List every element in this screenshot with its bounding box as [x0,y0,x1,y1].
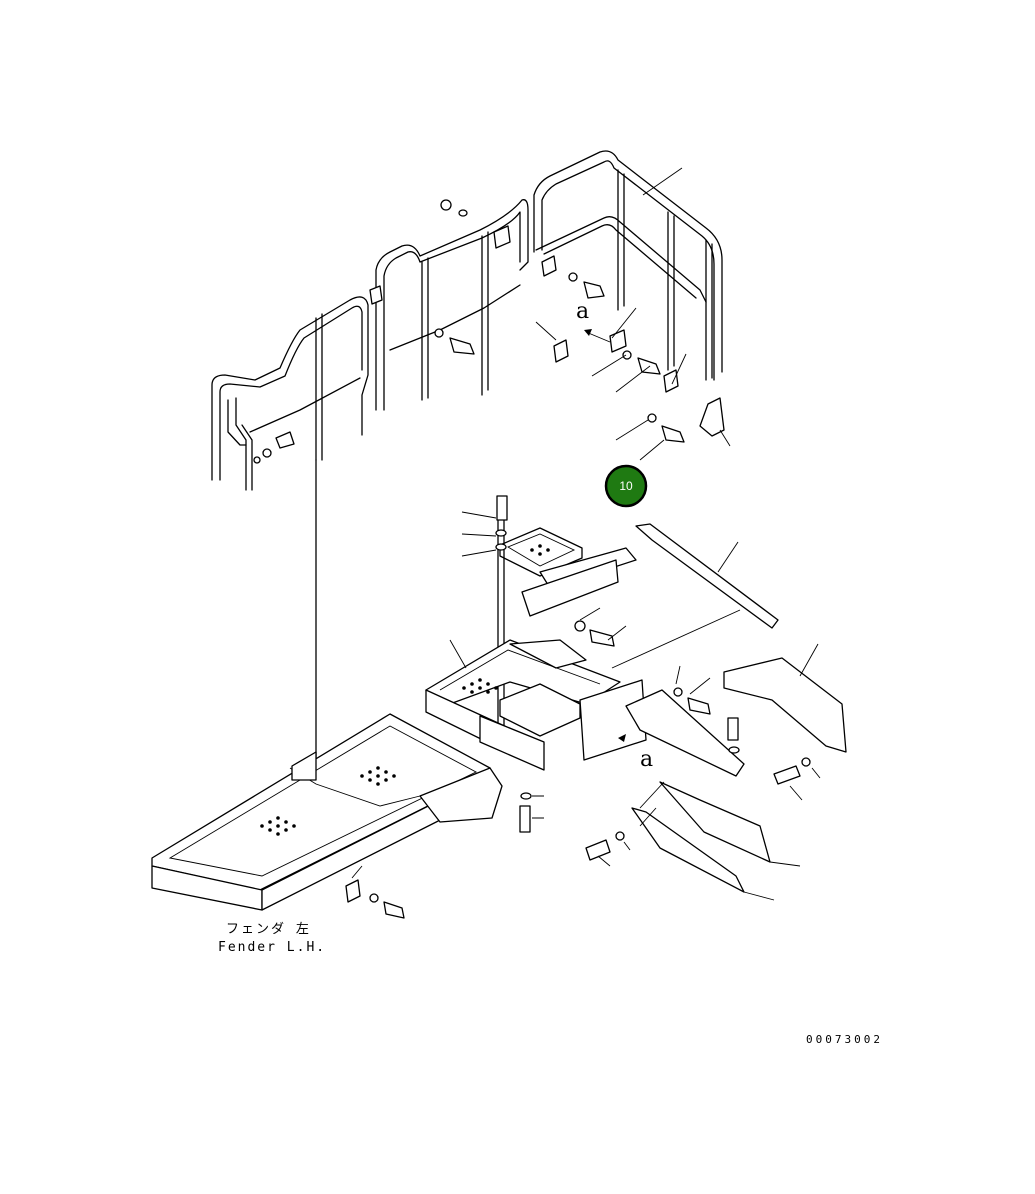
fender-label-en: Fender L.H. [218,940,326,955]
view-mark-bottom: a [640,747,653,772]
fender-lh [151,459,550,919]
drawing-code: 00073002 [806,1033,883,1046]
callout-10[interactable]: 10 [604,464,648,508]
fender-label-jp: フェンダ 左 [226,922,311,937]
callout-number: 10 [619,479,633,493]
view-mark-top: a [576,299,589,324]
callout-badge[interactable] [604,464,648,508]
handrail-assembly [211,150,731,491]
step-assembly [425,495,847,901]
